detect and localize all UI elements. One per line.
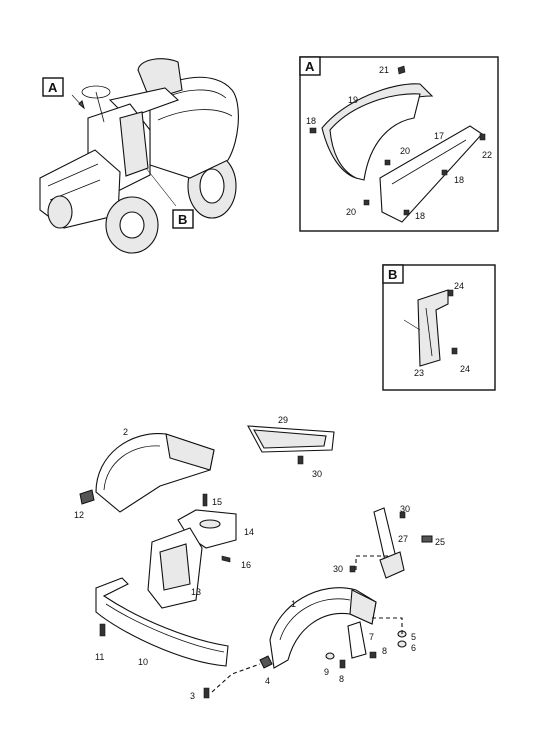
label-21: 21: [379, 65, 389, 75]
callout-a-label: A: [48, 80, 58, 95]
detail-b-panel: B: [382, 264, 496, 391]
label-20-b: 20: [346, 207, 356, 217]
label-5: 5: [411, 632, 416, 642]
callout-a[interactable]: A: [42, 77, 64, 97]
label-30-c: 30: [333, 564, 343, 574]
label-14: 14: [244, 527, 254, 537]
label-17: 17: [434, 131, 444, 141]
detail-a-panel: A: [299, 56, 499, 232]
label-12: 12: [74, 510, 84, 520]
label-19: 19: [348, 95, 358, 105]
label-8-b: 8: [339, 674, 344, 684]
exploded-parts: [79, 425, 433, 699]
label-18-c: 18: [415, 211, 425, 221]
label-18-a: 18: [306, 116, 316, 126]
label-2: 2: [123, 427, 128, 437]
label-20-a: 20: [400, 146, 410, 156]
label-3: 3: [190, 691, 195, 701]
label-4: 4: [265, 676, 270, 686]
part-labels: 21 19 18 17 22 20 18 20 18 24 23 24 2 29…: [74, 65, 492, 701]
label-24-b: 24: [460, 364, 470, 374]
label-30-b: 30: [400, 504, 410, 514]
label-30-a: 30: [312, 469, 322, 479]
detail-b-title: B: [388, 267, 397, 282]
label-24-a: 24: [454, 281, 464, 291]
label-1: 1: [291, 599, 296, 609]
label-10: 10: [138, 657, 148, 667]
label-25: 25: [435, 537, 445, 547]
label-8-a: 8: [382, 646, 387, 656]
label-15: 15: [212, 497, 222, 507]
label-7: 7: [369, 632, 374, 642]
label-16: 16: [241, 560, 251, 570]
label-22: 22: [482, 150, 492, 160]
label-23: 23: [414, 368, 424, 378]
label-11: 11: [95, 652, 104, 662]
label-13: 13: [191, 587, 201, 597]
callout-b-label: B: [178, 212, 187, 227]
label-29: 29: [278, 415, 288, 425]
detail-a-title: A: [305, 59, 315, 74]
tractor-illustration: [39, 58, 239, 254]
label-18-b: 18: [454, 175, 464, 185]
label-9: 9: [324, 667, 329, 677]
label-6: 6: [411, 643, 416, 653]
callout-b[interactable]: B: [172, 209, 194, 229]
label-27: 27: [398, 534, 408, 544]
